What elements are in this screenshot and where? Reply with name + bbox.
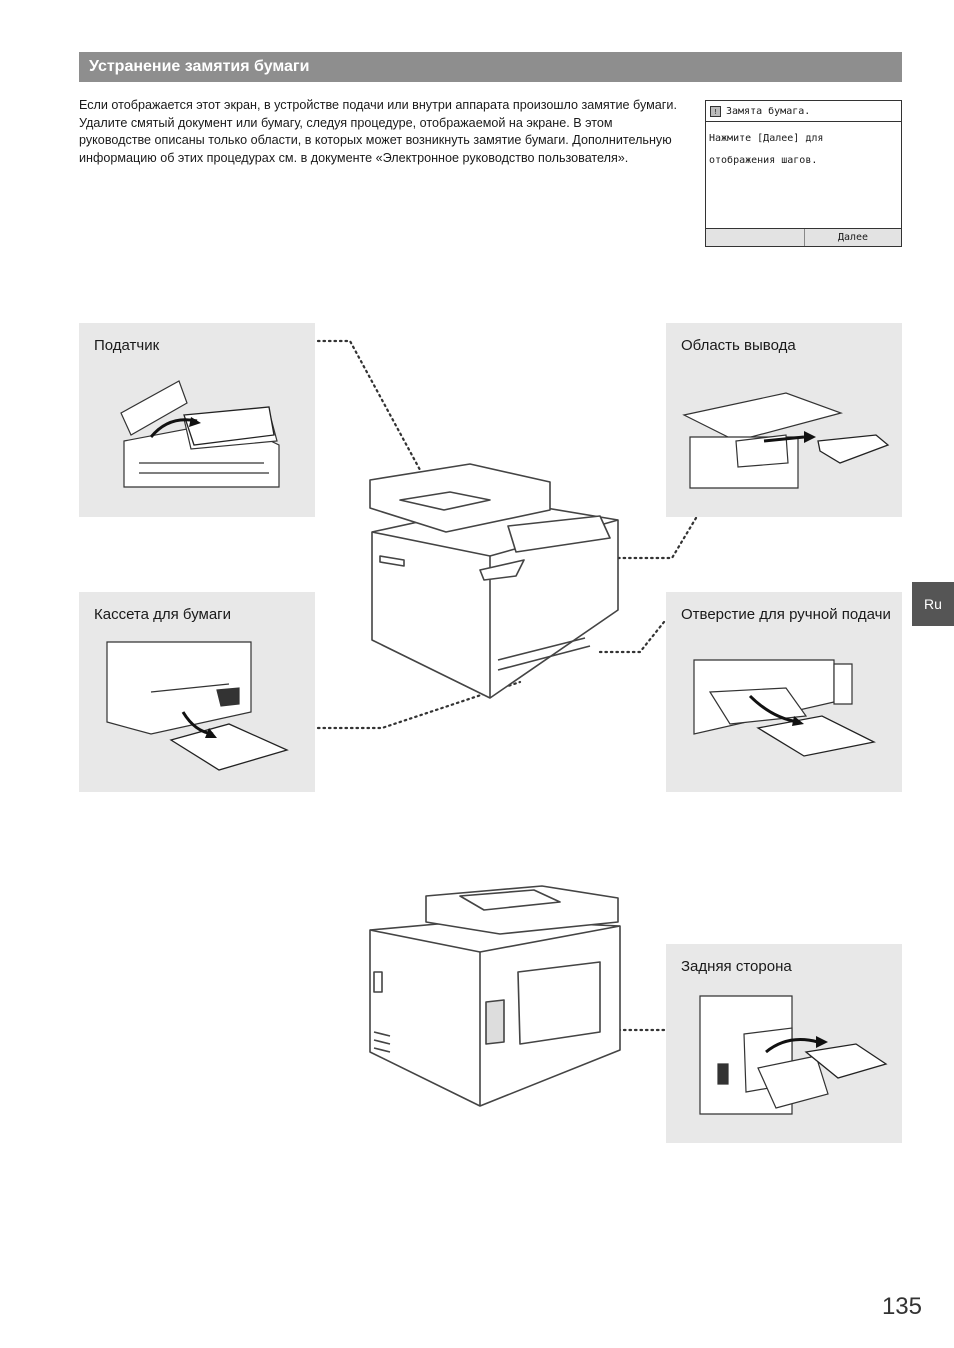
panel-cassette-label: Кассета для бумаги: [94, 606, 232, 623]
printer-rear-illustration: [369, 885, 621, 1107]
lcd-line-1: Нажмите [Далее] для: [709, 133, 824, 144]
lcd-footer: Далее: [706, 228, 901, 246]
panel-output-label: Область вывода: [681, 337, 796, 354]
page-number: 135: [881, 1293, 922, 1320]
lcd-next-button[interactable]: Далее: [837, 232, 869, 243]
panel-manual-label: Отверстие для ручной подачи: [681, 606, 891, 623]
panel-manual: Отверстие для ручной подачи: [666, 592, 902, 792]
lcd-title: Замята бумага.: [726, 105, 811, 117]
lcd-screen: ! Замята бумага. Нажмите [Далее] для ото…: [705, 100, 902, 247]
panel-feeder: Податчик: [79, 323, 315, 517]
connector-manual: [598, 620, 666, 654]
language-tab: Ru: [912, 582, 954, 626]
section-title: Устранение замятия бумаги: [79, 52, 902, 82]
manual-illustration: [693, 659, 876, 757]
intro-paragraph: Если отображается этот экран, в устройст…: [79, 98, 677, 165]
feeder-illustration: [120, 380, 280, 488]
panel-output: Область вывода: [666, 323, 902, 517]
panel-feeder-label: Податчик: [94, 337, 160, 354]
cassette-illustration: [106, 641, 289, 771]
rear-illustration: [699, 995, 888, 1115]
panel-rear: Задняя сторона: [666, 944, 902, 1143]
panel-rear-label: Задняя сторона: [681, 958, 792, 975]
lcd-line-2: отображения шагов.: [709, 155, 818, 166]
panel-cassette: Кассета для бумаги: [79, 592, 315, 792]
lcd-footer-blank: [706, 229, 805, 246]
lcd-message: Нажмите [Далее] для отображения шагов.: [706, 122, 901, 178]
connector-feeder: [316, 339, 434, 494]
warning-icon: !: [710, 105, 721, 117]
connector-cassette: [316, 680, 522, 730]
output-illustration: [682, 392, 890, 489]
printer-front-illustration: [369, 463, 619, 699]
lcd-title-bar: ! Замята бумага.: [706, 101, 901, 122]
